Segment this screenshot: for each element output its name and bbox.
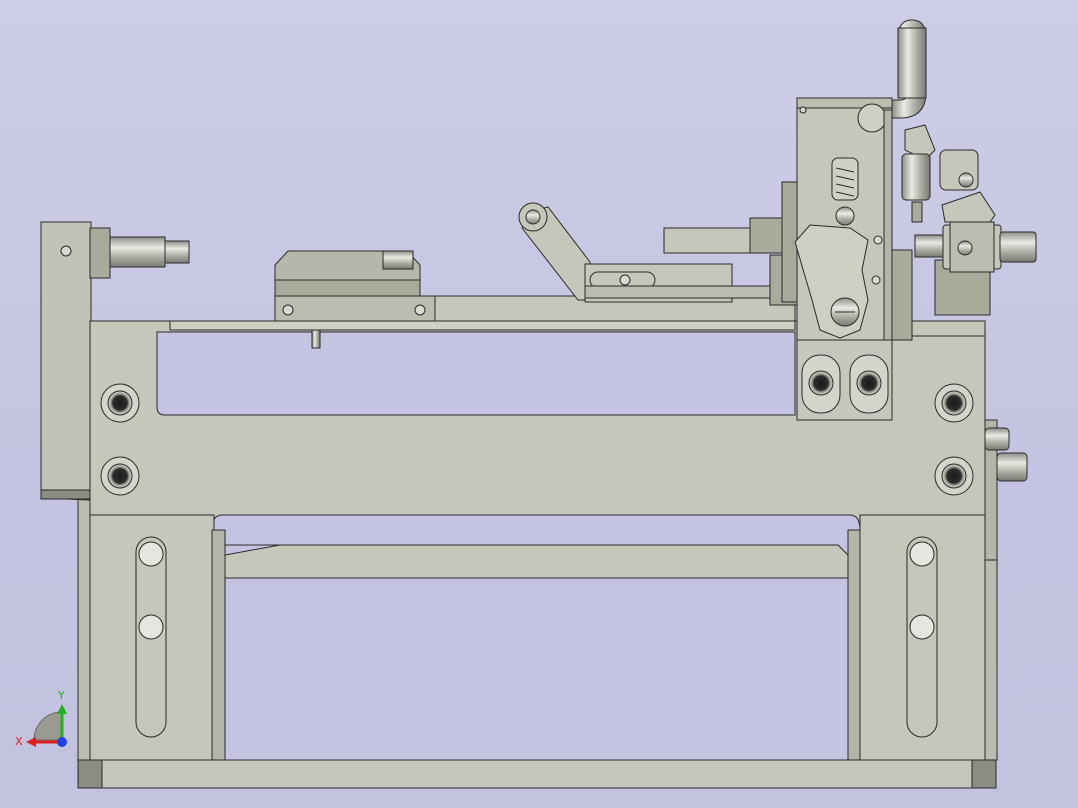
chrome-pipe: [891, 19, 927, 119]
right-stud: [914, 221, 1037, 273]
left-adjust-slot: [135, 536, 167, 738]
lever-arm: [518, 202, 786, 303]
main-frame: [65, 320, 998, 789]
frame-screw-left-upper: [100, 383, 140, 423]
left-end-plate: [40, 221, 92, 500]
frame-screw-right-upper: [934, 383, 974, 423]
right-side-fasteners: [984, 427, 1028, 482]
clamp-block: [274, 250, 421, 297]
frame-screw-left-lower: [100, 456, 140, 496]
sensor-bracket: [901, 124, 996, 223]
coordinate-triad: Y X: [15, 689, 67, 748]
carriage-block: [781, 97, 893, 421]
frame-screw-right-lower: [934, 456, 974, 496]
triad-x-label: X: [15, 735, 23, 748]
top-slide-rail: [169, 295, 796, 349]
right-adjust-slot: [906, 536, 938, 738]
triad-y-label: Y: [57, 689, 65, 702]
left-stud: [89, 227, 190, 279]
